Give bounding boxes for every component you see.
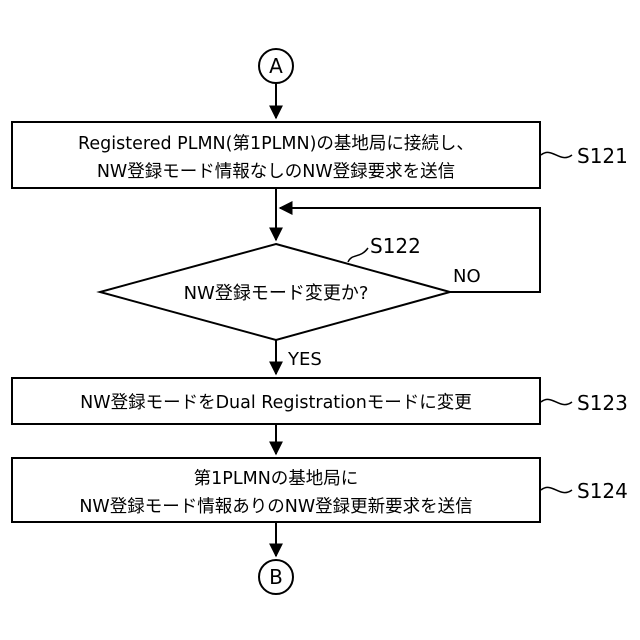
decision-diamond-s122: NW登録モード変更か? — [100, 244, 450, 340]
s124-line-2: NW登録モード情報ありのNW登録更新要求を送信 — [79, 497, 472, 517]
s123-leader-line — [541, 399, 572, 404]
s122-leader-line — [348, 248, 368, 262]
start-connector: A — [259, 49, 293, 83]
s122-question: NW登録モード変更か? — [184, 283, 369, 304]
s124-leader-line — [541, 487, 572, 492]
no-branch-label: NO — [453, 266, 481, 287]
start-connector-label: A — [269, 54, 283, 78]
end-connector-label: B — [269, 565, 283, 589]
s121-step-label: S121 — [577, 144, 628, 168]
process-box-s121: Registered PLMN(第1PLMN)の基地局に接続し、 NW登録モード… — [12, 122, 540, 188]
yes-branch-label: YES — [287, 349, 322, 370]
s123-line-1: NW登録モードをDual Registrationモードに変更 — [80, 393, 472, 413]
s122-step-label: S122 — [370, 234, 421, 258]
s124-line-1: 第1PLMNの基地局に — [194, 469, 359, 489]
process-box-s124: 第1PLMNの基地局に NW登録モード情報ありのNW登録更新要求を送信 — [12, 458, 540, 522]
s121-leader-line — [541, 152, 572, 157]
s124-step-label: S124 — [577, 479, 628, 503]
s123-step-label: S123 — [577, 391, 628, 415]
end-connector: B — [259, 560, 293, 594]
s121-line-2: NW登録モード情報なしのNW登録要求を送信 — [97, 162, 455, 182]
process-box-s123: NW登録モードをDual Registrationモードに変更 — [12, 378, 540, 424]
s121-line-1: Registered PLMN(第1PLMN)の基地局に接続し、 — [78, 134, 474, 154]
